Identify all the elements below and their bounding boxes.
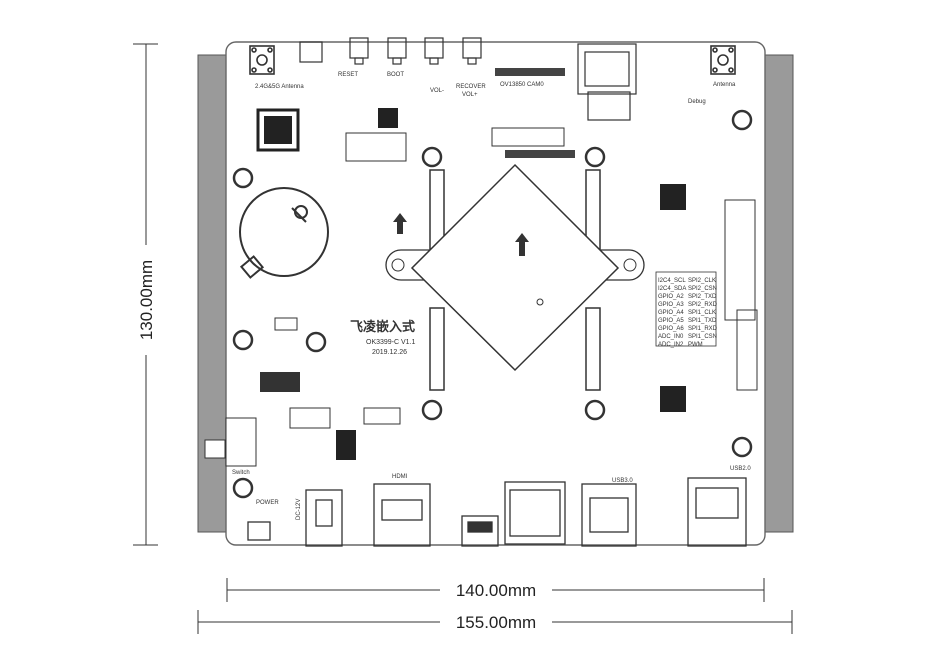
bottom-connectors [247,477,747,547]
camera-label: OV13850 CAM0 [500,82,544,88]
coin-battery [239,187,329,279]
board-date: 2019.12.26 [372,349,407,356]
antenna-right-label: Antenna [713,82,736,88]
usb2-label: USB2.0 [730,466,751,472]
right-chips [660,184,758,412]
outer-width-label: 155.00mm [456,613,536,632]
chip-top-1 [378,108,398,128]
gpio-row-8-left: ADC_IN2 [658,342,684,348]
gpio-row-1-right: SPI2_CSN [688,286,717,292]
gpio-row-4-left: GPIO_A4 [658,310,684,316]
height-dimension [133,43,158,546]
usb3-label: USB3.0 [612,478,633,484]
ethernet-connector [577,43,637,121]
som-area [385,146,645,421]
debug-label: Debug [688,99,706,105]
gpio-row-7-left: ADC_IN0 [658,334,684,340]
power-label: POWER [256,500,279,506]
camera-connector [495,68,565,76]
top-buttons [299,37,482,65]
dc-label: DC-12V [296,499,302,520]
boot-label: BOOT [387,72,404,78]
antenna-connector-left [249,45,275,75]
gpio-row-5-right: SPI1_TXD [688,318,717,324]
gpio-row-2-left: GPIO_A2 [658,294,684,300]
gpio-row-4-right: SPI1_CLK [688,310,716,316]
gpio-row-2-right: SPI2_TXD [688,294,717,300]
chip-top-3 [505,150,575,158]
gpio-table: I2C4_SCL SPI2_CLK I2C4_SDA SPI2_CSN GPIO… [655,271,718,348]
gpio-row-7-right: SPI1_CSN [688,334,717,340]
inner-width-label: 140.00mm [456,581,536,600]
antenna-connector-right [710,45,736,75]
gpio-row-5-left: GPIO_A5 [658,318,684,324]
inner-width-dimension [226,578,765,602]
gpio-row-8-right: PWM [688,342,703,348]
switch-label: Switch [232,470,250,476]
gpio-row-3-left: GPIO_A3 [658,302,684,308]
outer-width-dimension [197,610,793,634]
right-rail [764,54,794,533]
vol-minus-label: VOL- [430,88,444,94]
height-label: 130.00mm [137,260,156,340]
gpio-row-1-left: I2C4_SDA [658,286,686,292]
mounting-holes [232,109,753,499]
recover-label: RECOVER [456,84,486,90]
header-strip [491,127,565,147]
left-rail [197,54,227,533]
reset-label: RESET [338,72,358,78]
gpio-row-0-left: I2C4_SCL [658,278,686,284]
gpio-row-3-right: SPI2_RXD [688,302,718,308]
brand-name: 飞凌嵌入式 [350,319,415,334]
wifi-chip [256,108,300,152]
gpio-row-6-right: SPI1_RXD [688,326,718,332]
gpio-row-6-left: GPIO_A6 [658,326,684,332]
vol-plus-label: VOL+ [462,92,478,98]
left-lower-components [204,317,401,467]
antenna-left-label: 2.4G&5G Antenna [255,84,304,90]
gpio-row-0-right: SPI2_CLK [688,278,716,284]
board-model: OK3399-C V1.1 [366,339,416,346]
chip-top-2 [345,132,407,162]
hdmi-label: HDMI [392,474,408,480]
